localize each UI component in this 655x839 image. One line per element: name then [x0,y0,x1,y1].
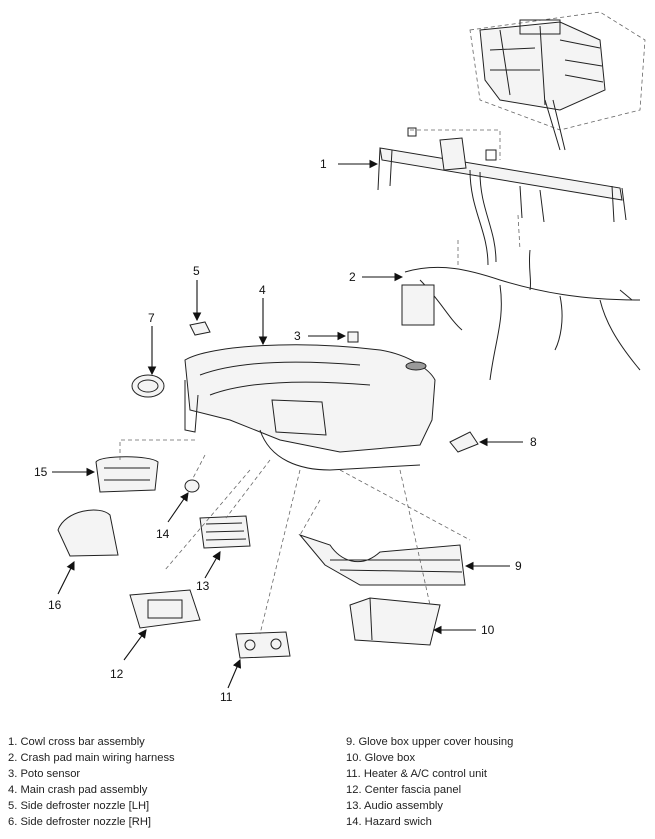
assembly-guide-lines [119,214,521,635]
legend-item: 11. Heater & A/C control unit [346,767,487,780]
callout-1: 1 [320,157,327,171]
legend-item: 1. Cowl cross bar assembly [8,736,145,748]
defroster-nozzle-lh [189,321,211,336]
leader-lines [52,159,523,689]
callout-13: 13 [196,579,210,593]
callout-4: 4 [259,283,266,297]
callout-15: 15 [34,465,48,479]
main-crash-pad [184,344,436,471]
callout-11: 11 [220,690,233,704]
legend-item: 12. Center fascia panel [346,783,462,796]
cluster-cover [57,509,119,557]
hazard-switch [184,479,200,493]
legend-item: 5. Side defroster nozzle [LH] [8,799,150,812]
exploded-parts-diagram: 1 2 3 4 5 7 8 9 10 11 12 13 14 15 16 [34,11,646,704]
callout-14: 14 [156,527,170,541]
callout-3: 3 [294,329,301,343]
callout-16: 16 [48,598,62,612]
cluster-panel [95,456,159,493]
callout-10: 10 [481,623,495,637]
side-vent-lh [131,374,165,398]
callout-5: 5 [193,264,200,278]
wiring-harness [401,240,641,381]
callout-12: 12 [110,667,124,681]
callout-9: 9 [515,559,522,573]
glove-box [349,597,441,646]
callout-8: 8 [530,435,537,449]
legend-item: 14. Hazard swich [346,815,432,828]
legend-item: 9. Glove box upper cover housing [346,736,514,748]
glove-box-housing [298,533,466,586]
legend-item: 6. Side defroster nozzle [RH] [8,815,152,828]
legend-item: 3. Poto sensor [8,767,81,780]
hvac-control-unit [235,631,291,659]
hvac-unit [469,11,646,151]
legend-item: 4. Main crash pad assembly [8,783,148,796]
legend-item: 2. Crash pad main wiring harness [8,751,175,764]
callout-2: 2 [349,270,356,284]
center-fascia-panel [129,589,201,629]
side-vent-rh [449,431,479,453]
cowl-cross-bar [377,127,627,266]
legend-item: 10. Glove box [346,751,416,764]
legend-item: 13. Audio assembly [346,799,444,812]
photo-sensor [347,331,359,343]
audio-assembly [199,515,251,549]
parts-legend-right: 9. Glove box upper cover housing 10. Glo… [346,735,513,830]
parts-legend-left: 1. Cowl cross bar assembly 2. Crash pad … [8,735,175,830]
callout-7: 7 [148,311,155,325]
